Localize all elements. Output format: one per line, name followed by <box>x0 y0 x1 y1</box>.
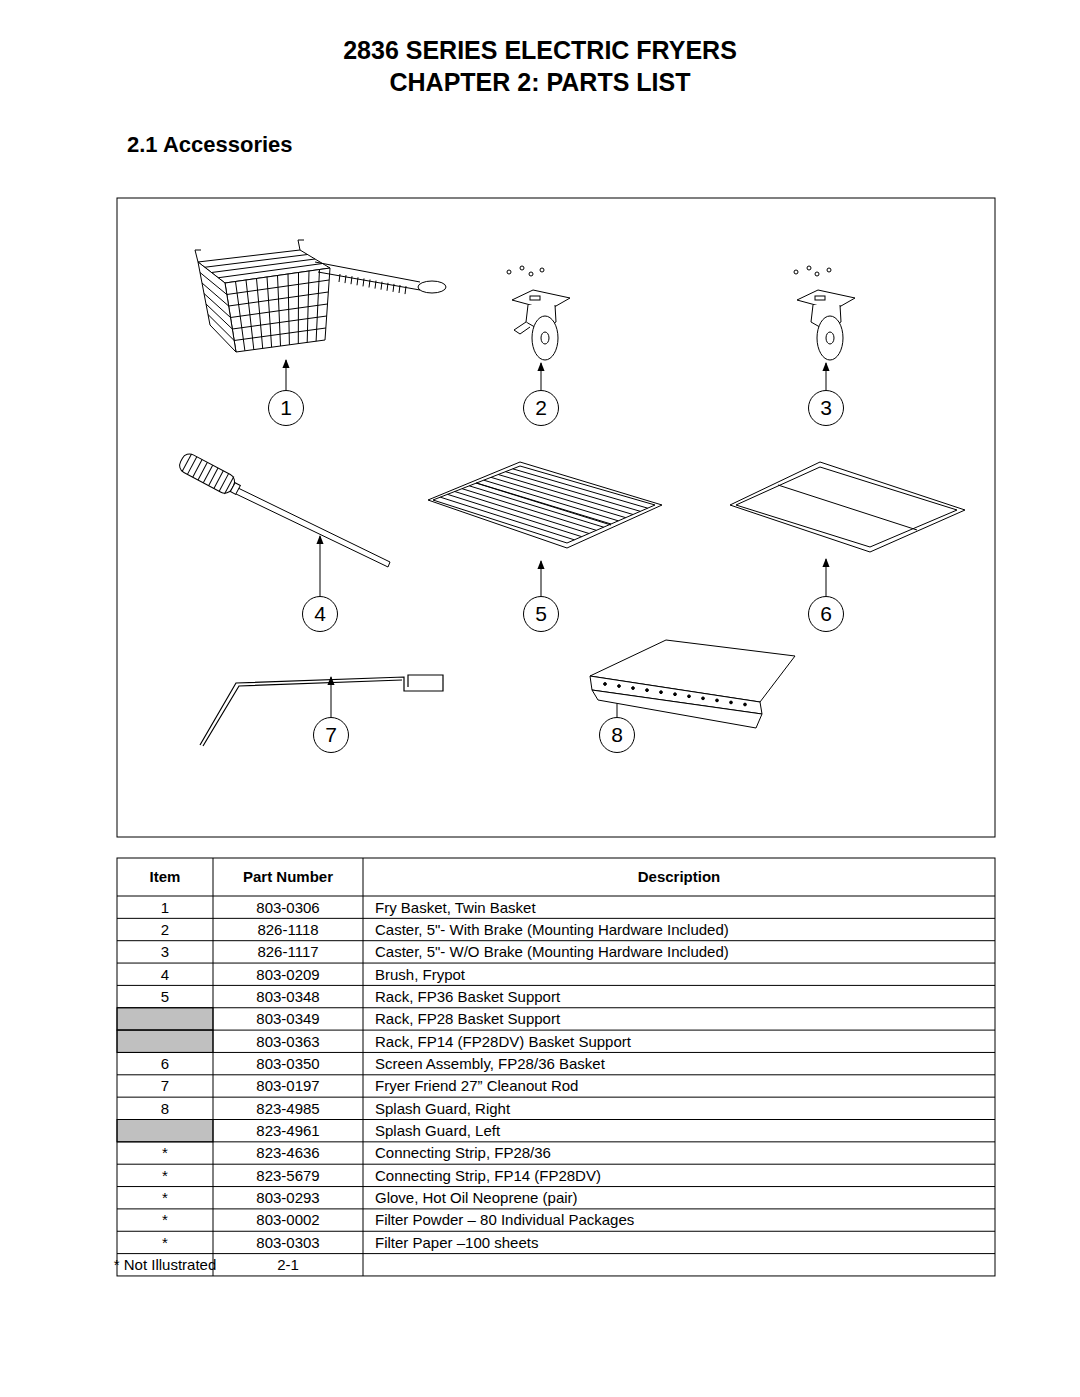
callout-number: 5 <box>523 596 559 632</box>
item-number: * <box>162 1234 168 1251</box>
part-number: 803-0002 <box>256 1211 319 1228</box>
part-description: Connecting Strip, FP28/36 <box>375 1144 551 1161</box>
leader-lines <box>286 360 826 717</box>
item-number: 1 <box>161 899 169 916</box>
caster-without-brake <box>794 266 855 360</box>
part-description: Filter Powder – 80 Individual Packages <box>375 1211 634 1228</box>
item-number: * Not Illustrated <box>114 1256 217 1273</box>
part-description: Caster, 5"- With Brake (Mounting Hardwar… <box>375 921 729 938</box>
page-title: 2836 SERIES ELECTRIC FRYERS CHAPTER 2: P… <box>280 34 800 98</box>
callout-text: 8 <box>611 723 623 747</box>
part-number: 826-1117 <box>257 943 318 960</box>
part-number: 803-0209 <box>256 966 319 983</box>
callout-number: 3 <box>808 390 844 426</box>
item-number: 8 <box>161 1100 169 1117</box>
part-number: 803-0350 <box>256 1055 319 1072</box>
callout-text: 7 <box>325 723 337 747</box>
callout-number: 8 <box>599 717 635 753</box>
part-number: 826-1118 <box>257 921 318 938</box>
part-number: 823-4985 <box>256 1100 319 1117</box>
callout-text: 3 <box>820 396 832 420</box>
item-number: 2 <box>161 921 169 938</box>
callout-number: 7 <box>313 717 349 753</box>
part-number: 803-0197 <box>256 1077 319 1094</box>
item-number: * <box>162 1167 168 1184</box>
figure-frame <box>117 198 995 837</box>
part-number: 2-1 <box>277 1256 299 1273</box>
item-number: 5 <box>161 988 169 1005</box>
part-description: Splash Guard, Left <box>375 1122 500 1139</box>
basket-support-rack <box>428 462 662 548</box>
callout-number: 2 <box>523 390 559 426</box>
splash-guard <box>590 640 795 728</box>
fry-basket <box>195 240 446 352</box>
part-description: Fryer Friend 27” Cleanout Rod <box>375 1077 578 1094</box>
part-description: Caster, 5"- W/O Brake (Mounting Hardware… <box>375 943 729 960</box>
column-header: Item <box>150 868 181 885</box>
item-number: 4 <box>161 966 169 983</box>
item-number: 7 <box>161 1077 169 1094</box>
part-description: Rack, FP14 (FP28DV) Basket Support <box>375 1033 631 1050</box>
part-description: Fry Basket, Twin Basket <box>375 899 536 916</box>
caster-with-brake <box>507 266 570 360</box>
part-number: 803-0306 <box>256 899 319 916</box>
part-description: Filter Paper –100 sheets <box>375 1234 538 1251</box>
part-number: 803-0349 <box>256 1010 319 1027</box>
part-number: 803-0363 <box>256 1033 319 1050</box>
parts-table <box>117 858 995 1276</box>
item-number: * <box>162 1211 168 1228</box>
frypot-brush <box>177 451 390 567</box>
part-number: 803-0348 <box>256 988 319 1005</box>
callout-text: 2 <box>535 396 547 420</box>
callout-text: 1 <box>280 396 292 420</box>
part-description: Glove, Hot Oil Neoprene (pair) <box>375 1189 578 1206</box>
part-number: 803-0303 <box>256 1234 319 1251</box>
callout-number: 4 <box>302 596 338 632</box>
part-description: Connecting Strip, FP14 (FP28DV) <box>375 1167 601 1184</box>
column-header: Description <box>638 868 721 885</box>
item-number: * <box>162 1189 168 1206</box>
column-header: Part Number <box>243 868 333 885</box>
callout-number: 1 <box>268 390 304 426</box>
callout-text: 5 <box>535 602 547 626</box>
part-number: 823-5679 <box>256 1167 319 1184</box>
part-description: Splash Guard, Right <box>375 1100 510 1117</box>
basket-screen <box>730 462 965 552</box>
callout-number: 6 <box>808 596 844 632</box>
item-number: * <box>162 1144 168 1161</box>
item-number: 6 <box>161 1055 169 1072</box>
part-description: Rack, FP36 Basket Support <box>375 988 560 1005</box>
part-number: 823-4961 <box>256 1122 319 1139</box>
callout-text: 6 <box>820 602 832 626</box>
callout-text: 4 <box>314 602 326 626</box>
part-description: Rack, FP28 Basket Support <box>375 1010 560 1027</box>
part-description: Brush, Frypot <box>375 966 465 983</box>
part-number: 823-4636 <box>256 1144 319 1161</box>
section-heading: 2.1 Accessories <box>127 132 293 157</box>
part-number: 803-0293 <box>256 1189 319 1206</box>
item-number: 3 <box>161 943 169 960</box>
part-description: Screen Assembly, FP28/36 Basket <box>375 1055 605 1072</box>
